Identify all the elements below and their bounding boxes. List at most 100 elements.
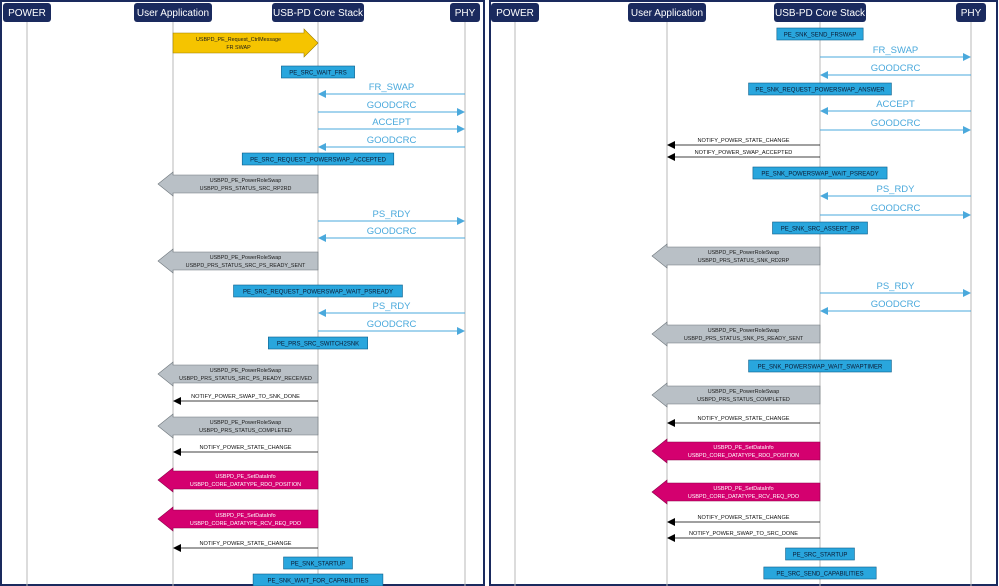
message-label: PS_RDY [372, 301, 411, 312]
participant-header: USB-PD Core Stack [774, 3, 866, 22]
phy-message-arrow: PS_RDY [820, 281, 971, 297]
request-arrow-shape [172, 28, 319, 58]
participant-header: User Application [134, 3, 212, 22]
state-label: PE_SRC_STARTUP [793, 553, 848, 559]
notify-arrow: NOTIFY_POWER_STATE_CHANGE [173, 445, 318, 456]
callback-arrow-shape [651, 438, 821, 464]
callback-function: USBPD_PE_PowerRoleSwap [708, 389, 780, 395]
message-label: NOTIFY_POWER_STATE_CHANGE [697, 138, 789, 144]
state-label: PE_SNK_SEND_FRSWAP [784, 33, 856, 39]
callback-arrow-shape [157, 171, 319, 197]
notify-arrow: NOTIFY_POWER_STATE_CHANGE [667, 515, 820, 526]
state-box-bg [252, 573, 384, 586]
message-label: PS_RDY [372, 209, 411, 220]
state-box-bg [233, 284, 403, 298]
phy-message-arrow: GOODCRC [820, 203, 971, 219]
state-label: PE_SNK_SRC_ASSERT_RP [781, 227, 860, 233]
message-label: FR_SWAP [369, 82, 415, 93]
state-box: PE_SNK_REQUEST_POWERSWAP_ANSWER [748, 82, 892, 96]
set-data-info-callback: USBPD_PE_SetDataInfoUSBPD_CORE_DATATYPE_… [157, 506, 319, 532]
power-role-swap-callback: USBPD_PE_PowerRoleSwapUSBPD_PRS_STATUS_S… [651, 243, 821, 269]
message-label: GOODCRC [367, 135, 417, 146]
callback-status: USBPD_PRS_STATUS_SRC_RP2RD [200, 186, 292, 192]
participant-header-box [134, 3, 212, 22]
state-box-bg [752, 166, 888, 180]
power-role-swap-callback: USBPD_PE_PowerRoleSwapUSBPD_PRS_STATUS_C… [157, 413, 319, 439]
callback-status: USBPD_CORE_DATATYPE_RDO_POSITION [190, 482, 301, 488]
participant-header: PHY [450, 3, 480, 22]
callback-function: USBPD_PE_PowerRoleSwap [210, 178, 282, 184]
state-box-bg [748, 82, 892, 96]
notify-arrow: NOTIFY_POWER_SWAP_TO_SNK_DONE [173, 394, 318, 405]
state-box: PE_SNK_STARTUP [283, 556, 353, 570]
phy-message-arrow: GOODCRC [820, 118, 971, 134]
participant-header-box [450, 3, 480, 22]
phy-message-arrow: PS_RDY [318, 209, 465, 225]
callback-arrow-shape [651, 321, 821, 347]
callback-arrow-shape [157, 467, 319, 493]
callback-status: USBPD_CORE_DATATYPE_RCV_REQ_PDO [190, 521, 301, 527]
callback-status: USBPD_CORE_DATATYPE_RCV_REQ_PDO [688, 494, 799, 500]
request-message: FR SWAP [226, 45, 251, 51]
callback-function: USBPD_PE_PowerRoleSwap [708, 250, 780, 256]
state-label: PE_SNK_STARTUP [291, 562, 345, 568]
state-box: PE_SRC_WAIT_FRS [281, 65, 355, 79]
message-label: ACCEPT [876, 99, 915, 110]
participant-name: PHY [455, 8, 476, 19]
message-label: GOODCRC [367, 226, 417, 237]
state-box-bg [748, 359, 892, 373]
state-box: PE_SNK_POWERSWAP_WAIT_PSREADY [752, 166, 888, 180]
request-function: USBPD_PE_Request_CtrlMessage [196, 37, 281, 43]
callback-status: USBPD_CORE_DATATYPE_RDO_POSITION [688, 453, 799, 459]
state-box-bg [281, 65, 355, 79]
participant-header-box [628, 3, 706, 22]
power-role-swap-callback: USBPD_PE_PowerRoleSwapUSBPD_PRS_STATUS_S… [157, 248, 319, 274]
state-label: PE_SNK_REQUEST_POWERSWAP_ANSWER [755, 88, 885, 94]
phy-message-arrow: PS_RDY [820, 184, 971, 200]
message-label: GOODCRC [367, 319, 417, 330]
participant-header-box [272, 3, 364, 22]
callback-arrow-shape [157, 248, 319, 274]
message-label: NOTIFY_POWER_SWAP_TO_SRC_DONE [689, 531, 798, 537]
callback-function: USBPD_PE_SetDataInfo [713, 445, 773, 451]
participant-header: POWER [3, 3, 51, 22]
callback-function: USBPD_PE_SetDataInfo [215, 513, 275, 519]
callback-arrow-shape [651, 382, 821, 408]
set-data-info-callback: USBPD_PE_SetDataInfoUSBPD_CORE_DATATYPE_… [651, 479, 821, 505]
message-label: NOTIFY_POWER_STATE_CHANGE [697, 416, 789, 422]
power-role-swap-callback: USBPD_PE_PowerRoleSwapUSBPD_PRS_STATUS_C… [651, 382, 821, 408]
message-label: PS_RDY [876, 281, 915, 292]
message-label: NOTIFY_POWER_STATE_CHANGE [199, 445, 291, 451]
callback-status: USBPD_PRS_STATUS_SRC_PS_READY_SENT [186, 263, 306, 269]
callback-function: USBPD_PE_PowerRoleSwap [210, 420, 282, 426]
state-box: PE_SNK_SEND_FRSWAP [776, 27, 864, 41]
participant-header: USB-PD Core Stack [272, 3, 364, 22]
phy-message-arrow: GOODCRC [318, 135, 465, 151]
message-label: GOODCRC [871, 299, 921, 310]
state-label: PE_PRS_SRC_SWITCH2SNK [277, 342, 359, 348]
message-label: GOODCRC [871, 203, 921, 214]
state-box-bg [772, 221, 868, 235]
participant-header: User Application [628, 3, 706, 22]
phy-message-arrow: FR_SWAP [820, 45, 971, 61]
set-data-info-callback: USBPD_PE_SetDataInfoUSBPD_CORE_DATATYPE_… [157, 467, 319, 493]
participant-header: POWER [491, 3, 539, 22]
power-role-swap-callback: USBPD_PE_PowerRoleSwapUSBPD_PRS_STATUS_S… [157, 361, 319, 387]
message-label: GOODCRC [871, 63, 921, 74]
state-box-bg [763, 566, 877, 580]
phy-message-arrow: PS_RDY [318, 301, 465, 317]
request-ctrl-message-arrow: USBPD_PE_Request_CtrlMessage FR SWAP [172, 28, 319, 58]
callback-arrow-shape [157, 506, 319, 532]
callback-function: USBPD_PE_SetDataInfo [215, 474, 275, 480]
message-label: NOTIFY_POWER_SWAP_ACCEPTED [695, 150, 793, 156]
participant-name: User Application [137, 8, 209, 19]
state-box: PE_PRS_SRC_SWITCH2SNK [268, 336, 368, 350]
callback-status: USBPD_PRS_STATUS_SRC_PS_READY_RECEIVED [179, 376, 312, 382]
state-label: PE_SNK_WAIT_FOR_CAPABILITIES [267, 579, 368, 585]
state-box: PE_SRC_SEND_CAPABILITIES [763, 566, 877, 580]
phy-message-arrow: ACCEPT [820, 99, 971, 115]
callback-arrow-shape [157, 413, 319, 439]
state-box: PE_SNK_WAIT_FOR_CAPABILITIES [252, 573, 384, 586]
callback-function: USBPD_PE_PowerRoleSwap [708, 328, 780, 334]
